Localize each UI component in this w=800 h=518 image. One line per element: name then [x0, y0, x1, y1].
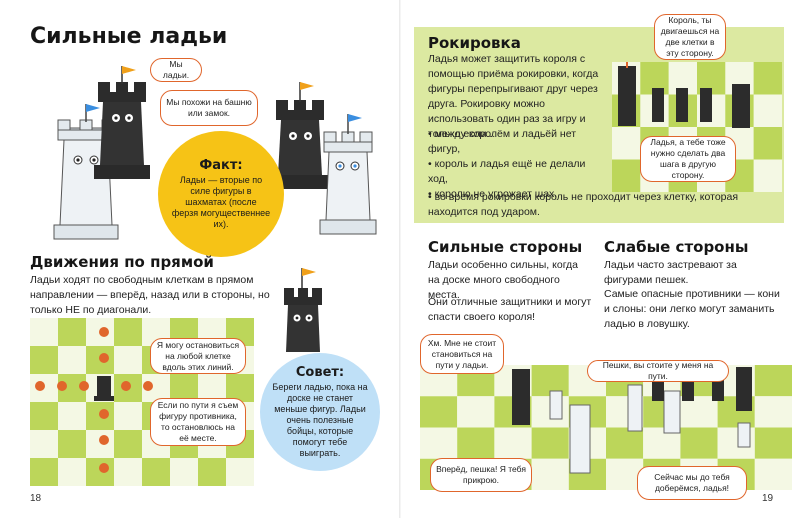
- bubble-like-tower: Мы похожи на башню или замок.: [160, 90, 258, 126]
- board-square: [753, 127, 782, 160]
- tip-callout: Совет: Береги ладью, пока на доске не ст…: [260, 353, 380, 471]
- board-square: [420, 427, 458, 459]
- board-square: [612, 127, 641, 160]
- board-square: [457, 427, 495, 459]
- page-number-left: 18: [30, 493, 42, 504]
- board-square: [114, 430, 142, 458]
- page-gutter: [399, 0, 401, 518]
- weaknesses-text-1: Ладьи часто застревают за фигурами пешек…: [604, 259, 737, 286]
- board-square: [494, 427, 532, 459]
- board-square: [226, 458, 254, 486]
- board-pieces-icon: [512, 367, 752, 474]
- fact-callout: Факт: Ладьи — вторые по силе фигуры в ша…: [158, 131, 284, 257]
- board-square: [198, 374, 226, 402]
- board-square: [30, 346, 58, 374]
- page-number-right: 19: [762, 493, 774, 504]
- board-square: [142, 458, 170, 486]
- white-rook-right-icon: [319, 114, 377, 235]
- movement-text: Ладьи ходят по свободным клеткам в прямо…: [30, 274, 270, 316]
- board-square: [114, 402, 142, 430]
- bubble-pawns-in-way: Пешки, вы стоите у меня на пути.: [587, 360, 729, 382]
- move-markers-icon: [35, 327, 153, 473]
- board-square: [606, 427, 644, 459]
- board-square: [58, 402, 86, 430]
- castling-condition: • король и ладья ещё не делали ход,: [428, 158, 586, 185]
- board-square: [114, 318, 142, 346]
- strengths-title: Сильные стороны: [428, 238, 583, 256]
- black-rook-center-icon: [94, 66, 150, 179]
- board-square: [680, 396, 718, 428]
- board-square: [114, 458, 142, 486]
- castling-title: Рокировка: [428, 34, 521, 52]
- board-square: [86, 430, 114, 458]
- bubble-we-will-reach: Сейчас мы до тебя доберёмся, ладья!: [637, 466, 747, 500]
- bubble-king-castling: Король, ты двигаешься на две клетки в эт…: [654, 14, 726, 60]
- board-square: [58, 318, 86, 346]
- castling-chessboard: [612, 62, 782, 192]
- board-square: [226, 374, 254, 402]
- board-square: [612, 159, 641, 192]
- fact-heading: Факт:: [199, 158, 243, 173]
- board-square: [754, 396, 792, 428]
- bubble-capture: Если по пути я съем фигуру противника, т…: [150, 398, 246, 446]
- board-square: [30, 430, 58, 458]
- castling-pieces-icon: [618, 62, 750, 128]
- board-square: [753, 159, 782, 192]
- board-square: [198, 458, 226, 486]
- board-square: [58, 458, 86, 486]
- fact-text: Ладьи — вторые по силе фигуры в шахматах…: [171, 175, 271, 229]
- board-square: [420, 396, 458, 428]
- bubble-forward-pawn: Вперёд, пешка! Я тебя прикрою.: [430, 458, 532, 492]
- board-square: [531, 427, 569, 459]
- board-square: [754, 427, 792, 459]
- board-square: [30, 318, 58, 346]
- board-square: [531, 458, 569, 490]
- small-black-rook-icon: [94, 376, 114, 401]
- rooks-illustration: [53, 66, 377, 240]
- board-square: [58, 346, 86, 374]
- board-square: [114, 346, 142, 374]
- bubble-can-stop: Я могу остановиться на любой клетке вдол…: [150, 338, 246, 374]
- black-rook-tip-icon: [284, 268, 322, 352]
- board-square: [30, 458, 58, 486]
- page-title-strong-rooks: Сильные ладьи: [30, 24, 228, 49]
- movement-title: Движения по прямой: [30, 253, 214, 271]
- castling-condition: • королю не угрожает шах,: [428, 188, 558, 200]
- board-square: [754, 365, 792, 397]
- board-square: [457, 396, 495, 428]
- black-rook-right-icon: [272, 82, 328, 189]
- weaknesses-title: Слабые стороны: [604, 238, 749, 256]
- board-square: [753, 94, 782, 127]
- bubble-hm: Хм. Мне не стоит становиться на пути у л…: [420, 334, 504, 374]
- board-square: [754, 458, 792, 490]
- castling-condition: • между королём и ладьёй нет фигур,: [428, 128, 577, 155]
- castling-condition: • во время рокировки король не проходит …: [428, 191, 739, 218]
- bubble-rooks-greeting: Мы ладьи.: [150, 58, 202, 82]
- strengths-text-2: Они отличные защитники и могут спасти св…: [428, 296, 592, 323]
- strengths-text-1: Ладьи особенно сильны, когда на доске мн…: [428, 259, 579, 301]
- tip-heading: Совет:: [295, 365, 345, 380]
- board-square: [680, 427, 718, 459]
- weaknesses-text-2: Самые опасные противники — кони и слоны:…: [604, 288, 780, 330]
- castling-conditions: • между королём и ладьёй нет фигур, • ко…: [428, 127, 604, 202]
- board-square: [753, 62, 782, 95]
- rook-movement-diagram: [35, 327, 153, 473]
- board-square: [170, 458, 198, 486]
- castling-intro: Ладья может защитить короля с помощью пр…: [428, 53, 599, 140]
- board-square: [58, 430, 86, 458]
- board-square: [86, 458, 114, 486]
- bubble-rook-castling: Ладья, а тебе тоже нужно сделать два шаг…: [640, 136, 736, 182]
- board-square: [170, 374, 198, 402]
- board-square: [30, 402, 58, 430]
- tip-text: Береги ладью, пока на доске не станет ме…: [272, 382, 368, 458]
